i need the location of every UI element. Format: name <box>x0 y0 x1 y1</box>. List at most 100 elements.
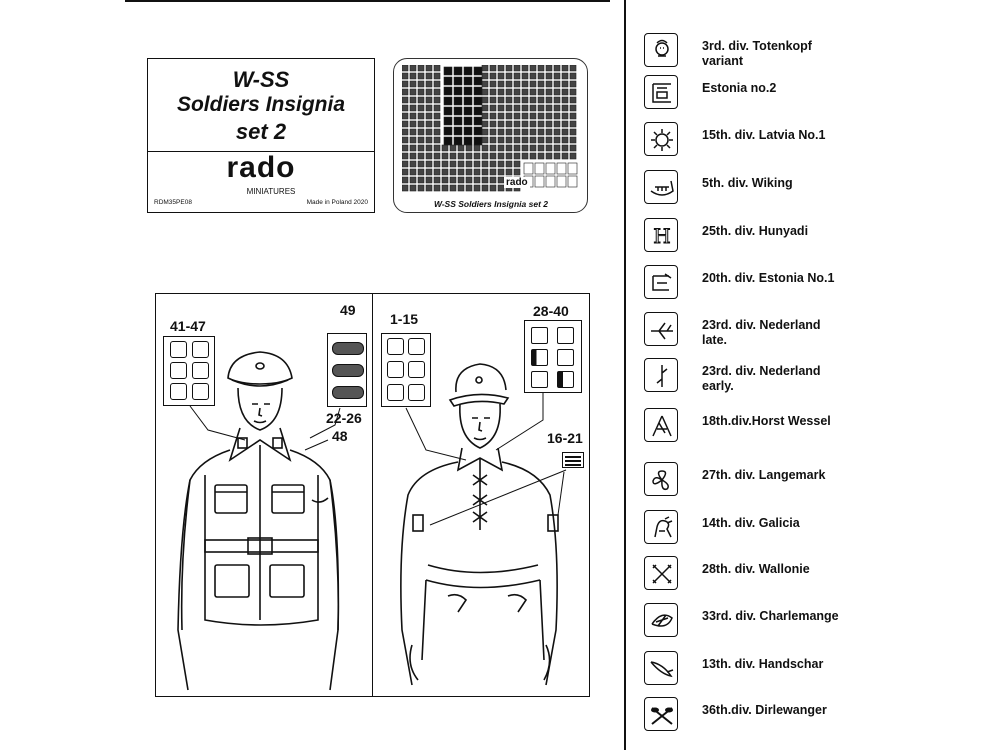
fret-part <box>513 80 521 88</box>
fret-part <box>561 136 569 144</box>
fret-part <box>417 96 425 104</box>
fret-part <box>402 160 409 168</box>
fret-part <box>513 152 521 160</box>
insignia-label: 5th. div. Wiking <box>702 176 793 190</box>
fret-part <box>417 152 425 160</box>
fret-part <box>569 80 577 88</box>
panel-divider <box>372 293 373 697</box>
fret-part <box>545 80 553 88</box>
collar-tab-4 <box>192 362 209 379</box>
insignia-row: 23rd. div. Nederland early. <box>644 358 994 398</box>
callout-28-40: 28-40 <box>533 303 569 319</box>
fret-part <box>425 136 433 144</box>
smock-collar-tab-2 <box>408 338 425 355</box>
fret-part <box>463 116 473 126</box>
fret-part <box>561 120 569 128</box>
fret-part <box>402 152 409 160</box>
fret-part <box>553 88 561 96</box>
fret-part <box>441 144 449 152</box>
fret-part <box>497 120 505 128</box>
fret-part <box>553 152 561 160</box>
fret-part <box>449 152 457 160</box>
fret-part <box>513 72 521 80</box>
fret-part <box>513 120 521 128</box>
fret-part <box>553 112 561 120</box>
fret-part <box>489 80 497 88</box>
rank-patches-box <box>524 320 582 393</box>
fret-part <box>561 96 569 104</box>
fret-part <box>473 168 481 176</box>
callout-1-15: 1-15 <box>390 311 419 327</box>
fret-part <box>561 144 569 152</box>
fret-part <box>529 112 537 120</box>
fret-part <box>425 88 433 96</box>
fret-part <box>521 144 529 152</box>
skull-icon <box>644 33 678 67</box>
insignia-label: 33rd. div. Charlemange <box>702 609 839 623</box>
fret-part <box>481 72 489 80</box>
fret-part <box>409 80 417 88</box>
callout-41-47: 41-47 <box>170 318 206 334</box>
fret-part <box>553 65 561 72</box>
fret-part <box>449 176 457 184</box>
fret-part <box>433 168 441 176</box>
fret-part <box>529 136 537 144</box>
fret-part <box>513 88 521 96</box>
rank-patch-5 <box>531 371 548 388</box>
fret-part <box>505 65 513 72</box>
fret-part <box>473 86 483 96</box>
column-divider <box>624 0 626 750</box>
fret-part <box>561 65 569 72</box>
fret-part <box>433 65 441 72</box>
fret-part <box>402 112 409 120</box>
right-leader-lines <box>405 392 567 526</box>
product-code: RDM35PE08 <box>154 199 192 206</box>
insignia-label: 18th.div.Horst Wessel <box>702 414 831 428</box>
fret-part <box>433 120 441 128</box>
fret-part <box>481 184 489 192</box>
fret-part <box>425 144 433 152</box>
fret-part <box>433 80 441 88</box>
fret-part <box>569 65 577 72</box>
wiking-ship-icon <box>644 170 678 204</box>
fret-part <box>463 86 473 96</box>
fret-part <box>441 152 449 160</box>
fret-part <box>417 176 425 184</box>
fret-part <box>505 120 513 128</box>
fret-part <box>465 168 473 176</box>
fret-part <box>465 184 473 192</box>
smock-collar-tab-5 <box>387 384 404 401</box>
charlemagne-icon <box>644 603 678 637</box>
fret-part <box>481 80 489 88</box>
fret-part <box>402 168 409 176</box>
cuff-title-box <box>562 452 584 468</box>
fret-part <box>402 88 409 96</box>
insignia-label: 27th. div. Langemark <box>702 468 826 482</box>
fret-part <box>569 72 577 80</box>
fret-part <box>569 112 577 120</box>
insignia-label: 28th. div. Wallonie <box>702 562 810 576</box>
handschar-icon <box>644 651 678 685</box>
fret-part <box>409 152 417 160</box>
fret-part <box>521 120 529 128</box>
fret-part <box>409 184 417 192</box>
fret-part <box>497 80 505 88</box>
letter-h-icon: H <box>644 218 678 252</box>
fret-part <box>489 96 497 104</box>
burgundy-cross-icon <box>644 556 678 590</box>
fret-part <box>489 65 497 72</box>
fret-part <box>441 160 449 168</box>
fret-part <box>449 144 457 152</box>
triskele-icon <box>644 462 678 496</box>
fret-part <box>521 65 529 72</box>
insignia-row: 36th.div. Dirlewanger <box>644 697 994 737</box>
fret-part <box>497 88 505 96</box>
fret-part <box>553 80 561 88</box>
fret-part <box>529 80 537 88</box>
fret-part <box>481 160 489 168</box>
fret-part <box>561 104 569 112</box>
fret-part <box>569 136 577 144</box>
fret-part <box>545 96 553 104</box>
fret-part <box>453 76 463 86</box>
fret-part <box>553 128 561 136</box>
